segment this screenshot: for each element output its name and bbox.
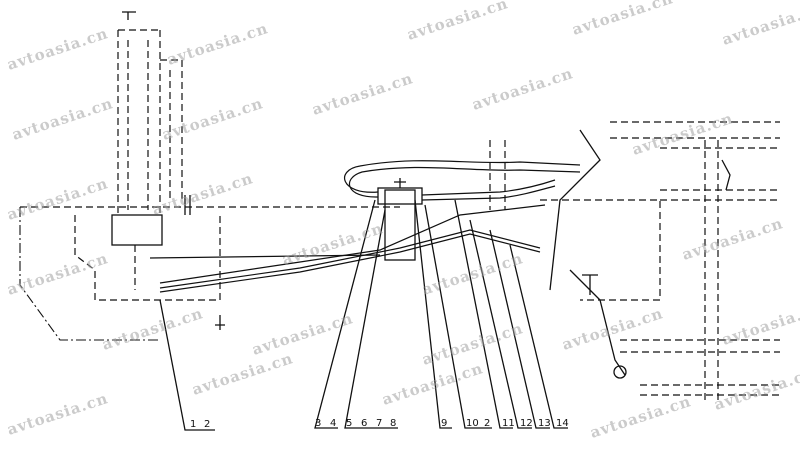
callout-12: 12 [520,418,533,429]
callout-10: 10 [466,418,479,429]
callout-8: 8 [390,418,396,429]
left-frame [19,206,400,341]
callout-2: 2 [204,419,210,430]
callout-14: 14 [556,418,569,429]
callout-11: 11 [502,418,515,429]
right-frame [489,121,780,400]
callout-7: 7 [376,418,382,429]
hoses [149,160,581,293]
vertical-cylinder-assembly [111,11,191,290]
callout-6: 6 [361,418,367,429]
callout-2b: 2 [484,418,490,429]
callout-13: 13 [538,418,551,429]
callout-9: 9 [441,418,447,429]
callout-5: 5 [346,418,352,429]
callout-3: 3 [315,418,321,429]
callout-4: 4 [330,418,336,429]
central-valve [377,178,423,261]
callout-labels: 1 2 3 4 5 6 7 8 9 10 2 11 12 13 14 [190,418,569,430]
leader-lines [159,199,568,431]
callout-1: 1 [190,419,196,430]
